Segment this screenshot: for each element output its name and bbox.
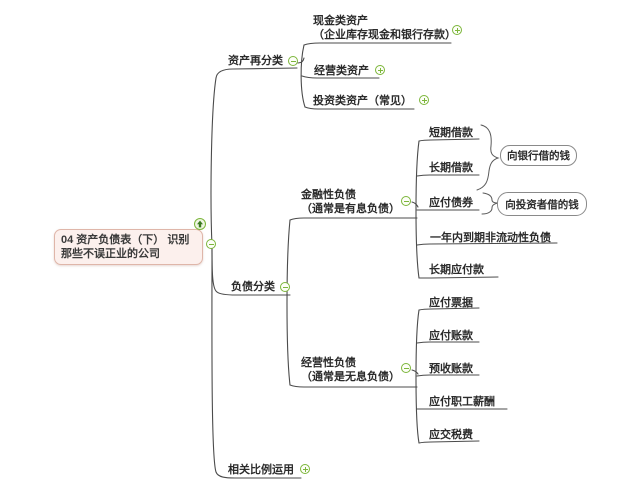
callout-braces xyxy=(476,124,500,215)
root-node[interactable]: 04 资产负债表（下） 识别那些不误正业的公司 xyxy=(54,229,203,265)
node-financial-liabilities[interactable]: 金融性负债 （通常是有息负债） xyxy=(301,189,400,215)
node-investment-assets[interactable]: 投资类资产（常见） xyxy=(313,95,412,107)
asset-reclass-collapse-icon[interactable] xyxy=(288,56,298,66)
green-up-arrow-icon[interactable] xyxy=(194,218,206,230)
node-ratio-usage[interactable]: 相关比例运用 xyxy=(228,464,294,476)
node-bonds-payable[interactable]: 应付债券 xyxy=(429,197,473,209)
operating-assets-expand-icon[interactable] xyxy=(375,65,385,75)
node-advance-receipts[interactable]: 预收账款 xyxy=(429,363,473,375)
node-operating-liabilities[interactable]: 经营性负债 （通常是无息负债） xyxy=(301,357,400,383)
node-notes-payable[interactable]: 应付票据 xyxy=(429,297,473,309)
cash-assets-expand-icon[interactable] xyxy=(452,25,462,35)
node-liability-class[interactable]: 负债分类 xyxy=(231,281,275,293)
root-collapse-icon[interactable] xyxy=(206,239,216,249)
node-long-term-payable[interactable]: 长期应付款 xyxy=(429,264,484,276)
callout-bank-borrow[interactable]: 向银行借的钱 xyxy=(500,145,577,166)
node-asset-reclass[interactable]: 资产再分类 xyxy=(228,55,283,67)
callout-investor-borrow[interactable]: 向投资者借的钱 xyxy=(497,192,587,216)
node-operating-assets[interactable]: 经营类资产 xyxy=(314,65,369,77)
node-due-within-year[interactable]: 一年内到期非流动性负债 xyxy=(430,232,551,244)
investment-assets-expand-icon[interactable] xyxy=(419,95,429,105)
operating-liabilities-collapse-icon[interactable] xyxy=(401,363,411,373)
node-taxes-payable[interactable]: 应交税费 xyxy=(429,429,473,441)
node-accounts-payable[interactable]: 应付账款 xyxy=(429,330,473,342)
node-cash-assets[interactable]: 现金类资产 （企业库存现金和银行存款） xyxy=(313,15,456,41)
ratio-usage-expand-icon[interactable] xyxy=(300,464,310,474)
node-payroll-payable[interactable]: 应付职工薪酬 xyxy=(429,396,495,408)
node-short-term-loan[interactable]: 短期借款 xyxy=(429,127,473,139)
financial-liabilities-collapse-icon[interactable] xyxy=(401,196,411,206)
node-long-term-loan[interactable]: 长期借款 xyxy=(429,162,473,174)
liability-class-collapse-icon[interactable] xyxy=(280,282,290,292)
root-node-label: 04 资产负债表（下） 识别那些不误正业的公司 xyxy=(61,234,190,260)
